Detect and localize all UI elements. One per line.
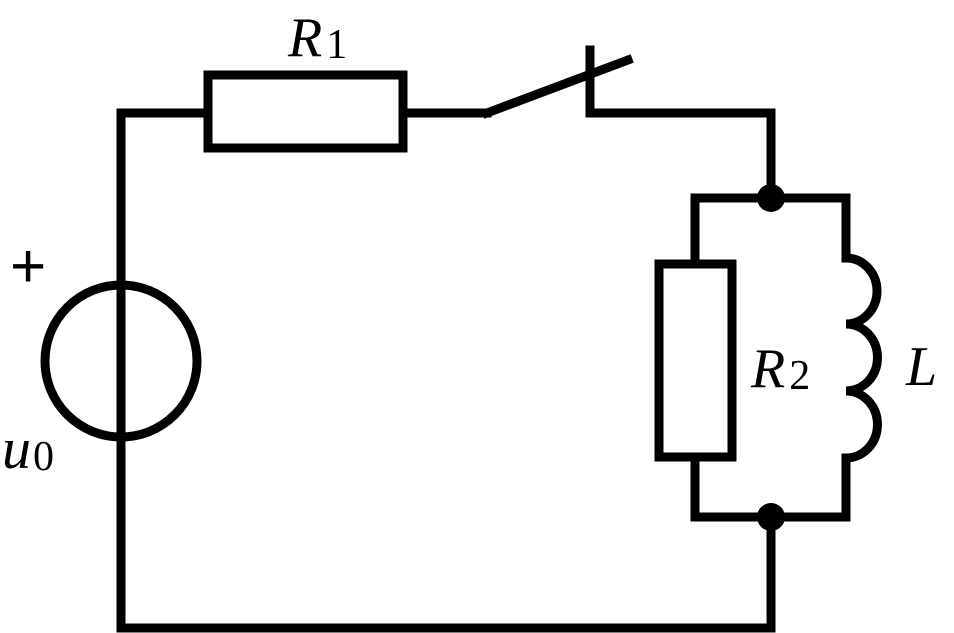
wire-l-top — [766, 193, 851, 263]
resistor-r2 — [654, 259, 737, 462]
junction-node-bottom — [757, 503, 785, 531]
switch — [481, 45, 634, 119]
source-label: u0 — [2, 416, 54, 481]
r1-label: R1 — [287, 7, 347, 69]
wire-l-bottom — [766, 453, 851, 522]
voltage-source — [40, 280, 202, 442]
inductor-label: L — [905, 336, 937, 398]
inductor-l — [841, 253, 882, 463]
wire-top-left — [116, 108, 213, 290]
junction-node-top — [757, 184, 785, 212]
r2-label: R2 — [750, 338, 810, 400]
switch-blade — [481, 54, 634, 119]
wire-bottom-loop — [116, 432, 776, 633]
wire-switch-to-node — [585, 108, 776, 203]
wires — [116, 108, 851, 633]
wire-r2-top — [690, 193, 776, 269]
polarity-plus-sign: + — [10, 232, 46, 301]
resistor-r1 — [203, 70, 408, 153]
wire-r2-bottom — [690, 452, 776, 522]
